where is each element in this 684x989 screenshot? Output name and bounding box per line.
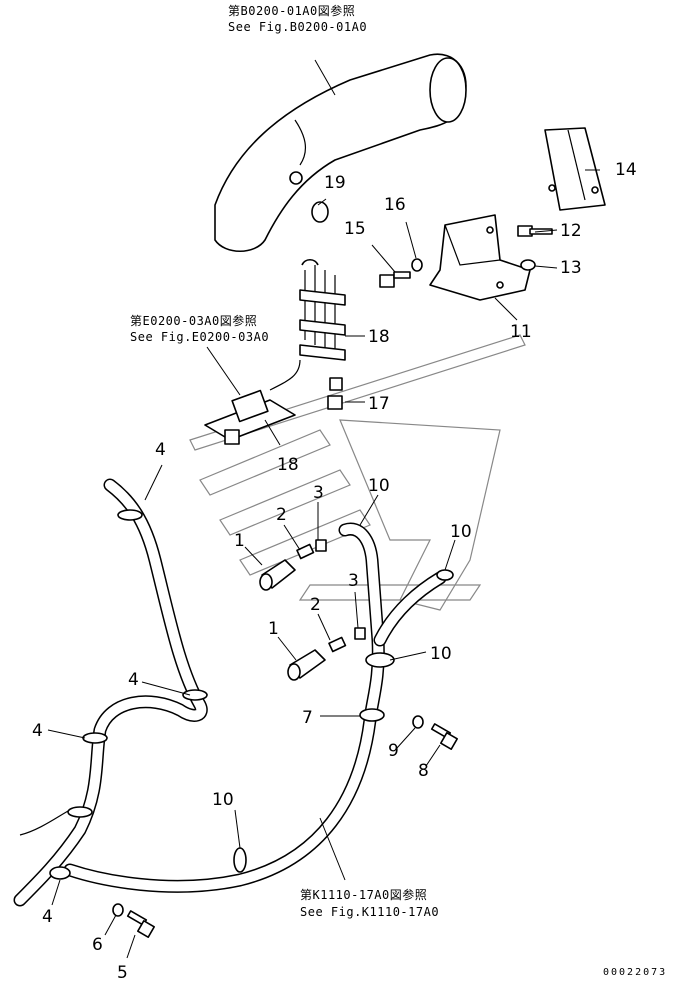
callout: 4: [42, 907, 53, 927]
hose-left: [13, 478, 208, 907]
svg-text:第E0200-03A0図参照: 第E0200-03A0図参照: [130, 313, 257, 328]
callout: 10: [212, 790, 234, 810]
callout: 16: [384, 195, 406, 215]
bolt-5: [126, 910, 155, 938]
callout: 18: [368, 327, 390, 347]
nipple-2-upper: [296, 543, 315, 560]
svg-text:第K1110-17A0図参照: 第K1110-17A0図参照: [300, 887, 427, 902]
drawing-code: 00022073: [603, 967, 667, 978]
callout: 6: [92, 935, 103, 955]
callout: 10: [430, 644, 452, 664]
callout: 4: [128, 670, 139, 690]
callout: 2: [276, 505, 287, 525]
callout: 15: [344, 219, 366, 239]
callout: 12: [560, 221, 582, 241]
callout: 2: [310, 595, 321, 615]
heater-core-18: [299, 258, 346, 361]
nut-3-lower: [354, 627, 366, 640]
callout: 4: [32, 721, 43, 741]
clamps: [49, 509, 454, 880]
leader-lines: [47, 59, 600, 959]
plate-14: [544, 127, 606, 211]
bracket-11: [429, 214, 531, 301]
callout: 10: [368, 476, 390, 496]
block-17b: [327, 395, 343, 410]
callout: 9: [388, 741, 399, 761]
washer-9: [412, 715, 424, 729]
callout: 1: [268, 619, 279, 639]
bolt-8: [430, 723, 458, 750]
adapter-1-lower: [287, 649, 326, 681]
washer-6: [112, 903, 124, 917]
callout: 19: [324, 173, 346, 193]
callout: 4: [155, 440, 166, 460]
callout: 17: [368, 394, 390, 414]
callout: 13: [560, 258, 582, 278]
air-duct: [214, 53, 467, 252]
svg-text:See Fig.B0200-01A0: See Fig.B0200-01A0: [228, 20, 367, 34]
callout: 11: [510, 322, 532, 342]
callout: 3: [348, 571, 359, 591]
callout: 3: [313, 483, 324, 503]
reference-k1110: 第K1110-17A0図参照 See Fig.K1110-17A0: [300, 887, 439, 919]
clip-19: [311, 201, 329, 223]
washer-13: [520, 259, 536, 271]
adapter-1-upper: [259, 559, 296, 591]
washer-16: [411, 258, 423, 272]
svg-text:See Fig.K1110-17A0: See Fig.K1110-17A0: [300, 905, 439, 919]
nut-3-upper: [315, 539, 327, 552]
callout: 8: [418, 761, 429, 781]
watermark-logo: [189, 334, 526, 611]
svg-text:第B0200-01A0図参照: 第B0200-01A0図参照: [228, 3, 355, 18]
bolt-15: [379, 271, 411, 288]
svg-text:See Fig.E0200-03A0: See Fig.E0200-03A0: [130, 330, 269, 344]
callout: 10: [450, 522, 472, 542]
hose-right: [63, 522, 447, 893]
reference-e0200: 第E0200-03A0図参照 See Fig.E0200-03A0: [130, 313, 269, 344]
callout: 1: [234, 531, 245, 551]
callout-numbers: 19 16 15 14 12 13 11 18 17 18 4 3 10 2 1…: [32, 160, 637, 983]
callout: 18: [277, 455, 299, 475]
reference-b0200: 第B0200-01A0図参照 See Fig.B0200-01A0: [228, 3, 367, 34]
block-17a: [329, 377, 343, 391]
nipple-2-lower: [328, 636, 347, 653]
callout: 5: [117, 963, 128, 983]
callout: 14: [615, 160, 637, 180]
callout: 7: [302, 708, 313, 728]
valve-assembly-18: [204, 359, 301, 445]
